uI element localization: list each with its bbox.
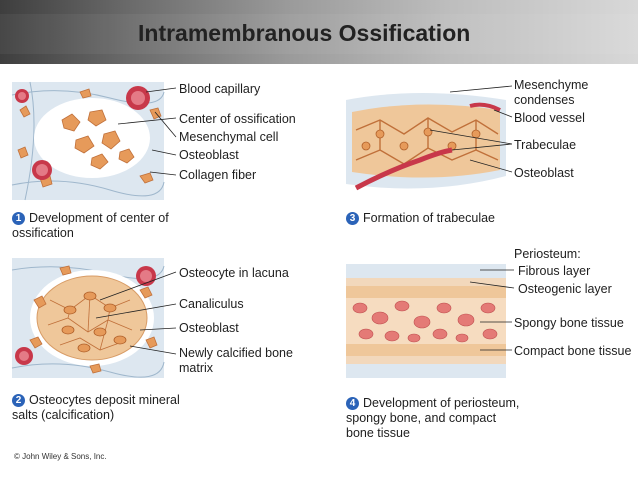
label-osteoblast-3: Osteoblast xyxy=(514,166,574,180)
label-periosteum: Periosteum: xyxy=(514,247,581,261)
label-compact-bone-tissue: Compact bone tissue xyxy=(514,344,632,358)
step-number-3: 3 xyxy=(346,212,359,225)
center-of-ossification xyxy=(34,98,150,178)
label-condenses: condenses xyxy=(514,93,575,107)
label-fibrous-layer: Fibrous layer xyxy=(518,264,591,278)
label-spongy-bone-tissue: Spongy bone tissue xyxy=(514,316,624,330)
step-number-2: 2 xyxy=(12,394,25,407)
label-center-of-ossification: Center of ossification xyxy=(179,112,296,126)
panel-3-illustration xyxy=(346,82,513,200)
label-canaliculus: Canaliculus xyxy=(179,297,244,311)
label-osteocyte-in-lacuna: Osteocyte in lacuna xyxy=(179,266,289,280)
step-number-1: 1 xyxy=(12,212,25,225)
label-blood-capillary: Blood capillary xyxy=(179,82,261,96)
panel-1-illustration xyxy=(11,81,177,201)
label-blood-vessel: Blood vessel xyxy=(514,111,585,125)
label-osteoblast-2: Osteoblast xyxy=(179,321,239,335)
compact-bone-top xyxy=(346,286,506,298)
label-mesenchymal-cell: Mesenchymal cell xyxy=(179,130,279,144)
title-bar: Intramembranous Ossification xyxy=(0,0,638,64)
osteogenic-layer xyxy=(346,278,506,286)
label-trabeculae: Trabeculae xyxy=(514,138,577,152)
label-osteogenic-layer: Osteogenic layer xyxy=(518,282,612,296)
label-newly-calcified-bone: Newly calcified bone xyxy=(179,346,293,360)
blood-vessel-icon xyxy=(354,147,453,191)
label-mesenchyme: Mesenchyme xyxy=(514,78,589,92)
panel-2-illustration xyxy=(11,258,177,378)
panel-4-illustration xyxy=(346,264,515,382)
blood-capillary-icon xyxy=(15,86,150,180)
title-band xyxy=(0,14,638,54)
page-title: Intramembranous Ossification xyxy=(138,20,471,46)
label-collagen-fiber: Collagen fiber xyxy=(179,168,257,182)
label-osteoblast-1: Osteoblast xyxy=(179,148,239,162)
copyright-notice: © John Wiley & Sons, Inc. xyxy=(14,452,107,461)
compact-bone-bottom xyxy=(346,344,506,356)
label-matrix: matrix xyxy=(179,361,214,375)
step-number-4: 4 xyxy=(346,397,359,410)
fibrous-layer xyxy=(346,264,506,278)
trabeculae-band xyxy=(352,104,500,178)
